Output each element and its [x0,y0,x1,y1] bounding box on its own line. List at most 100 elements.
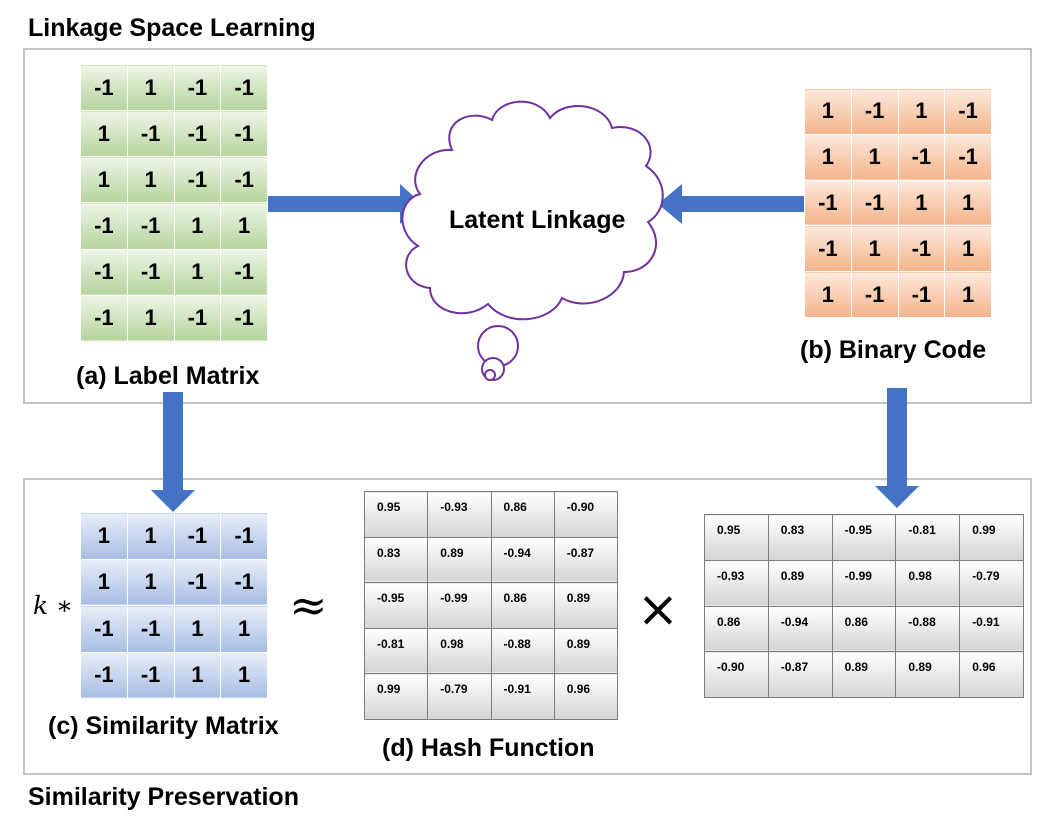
hash-transpose-cell: 0.95 [704,514,769,561]
binary-code-cell: -1 [804,179,852,227]
binary-code-cell: -1 [850,179,899,227]
label-matrix-cell: -1 [220,156,268,204]
hash-transpose-cell: -0.95 [831,514,897,561]
binary-code-cell: -1 [897,225,946,273]
label-matrix-cell: -1 [80,248,128,296]
linkage-space-panel [23,48,1032,404]
similarity-matrix-cell: 1 [80,512,128,560]
binary-code-cell: 1 [804,271,852,318]
hash-function-cell: 0.86 [490,491,555,538]
label-matrix-cell: 1 [80,110,128,158]
hash-transpose-cell: 0.83 [767,514,833,561]
binary-code-cell: 1 [850,225,899,273]
similarity-matrix-cell: -1 [80,651,128,699]
hash-transpose-cell: 0.89 [831,651,897,698]
hash-function-cell: -0.88 [490,627,555,675]
similarity-matrix-cell: -1 [220,512,268,560]
label-matrix-cell: -1 [126,202,175,250]
label-matrix-cell: -1 [173,110,222,158]
similarity-matrix-cell: 1 [220,605,268,653]
binary-code-cell: -1 [944,133,992,181]
label-matrix-cell: -1 [173,63,222,112]
binary-code-cell: 1 [804,133,852,181]
hash-function-cell: -0.91 [490,673,555,720]
label-matrix-cell: 1 [126,63,175,112]
hash-transpose-cell: -0.91 [959,605,1024,653]
latent-linkage-label: Latent Linkage [449,206,626,234]
hash-function-cell: -0.90 [553,491,619,538]
hash-transpose-cell: -0.93 [704,559,769,607]
binary-code-cell: -1 [804,225,852,273]
hash-transpose-cell: -0.94 [767,605,833,653]
hash-transpose-cell: 0.89 [767,559,833,607]
hash-transpose-cell: 0.86 [831,605,897,653]
similarity-matrix-cell: 1 [220,651,268,699]
similarity-matrix-cell: -1 [126,651,175,699]
k-prefix: k ∗ [33,591,74,620]
heading-similarity-preservation: Similarity Preservation [28,783,299,811]
similarity-preservation-panel [23,478,1032,775]
hash-function-cell: 0.89 [553,582,619,629]
hash-function-cell: 0.83 [363,536,429,584]
label-matrix-cell: 1 [126,156,175,204]
hash-function-cell: -0.93 [427,491,492,538]
binary-code-caption: (b) Binary Code [800,336,987,364]
arrow-label-to-similarity [151,392,195,512]
binary-code-cell: -1 [944,88,992,135]
binary-code-cell: 1 [944,271,992,318]
hash-transpose-cell: -0.79 [959,559,1024,607]
arrow-label-to-cloud [268,184,422,224]
hash-transpose-cell: -0.87 [767,651,833,698]
binary-code-cell: -1 [850,88,899,135]
hash-function-cell: 0.96 [553,673,619,720]
hash-transpose-cell: -0.99 [831,559,897,607]
arrow-code-to-cloud [658,184,804,224]
similarity-matrix-cell: 1 [126,558,175,606]
times-operator: × [637,580,679,638]
similarity-matrix-caption: (c) Similarity Matrix [48,712,279,740]
similarity-matrix-cell: -1 [173,512,222,560]
label-matrix-cell: -1 [220,63,268,112]
hash-function-cell: 0.98 [427,627,492,675]
label-matrix-cell: 1 [173,248,222,296]
binary-code-cell: 1 [944,225,992,273]
label-matrix-cell: -1 [220,248,268,296]
similarity-matrix-cell: 1 [126,512,175,560]
label-matrix-row: 1-1-1-1 [80,110,268,158]
hash-transpose-cell: 0.96 [959,651,1024,698]
hash-function-cell: 0.99 [363,673,429,720]
hash-transpose-cell: -0.90 [704,651,769,698]
binary-code-cell: -1 [897,133,946,181]
hash-transpose-cell: 0.86 [704,605,769,653]
label-matrix-cell: -1 [220,294,268,343]
similarity-matrix-cell: -1 [80,605,128,653]
hash-transpose-cell: 0.89 [895,651,961,698]
hash-function-cell: -0.87 [553,536,619,584]
binary-code-cell: -1 [897,271,946,318]
similarity-matrix-cell: -1 [126,605,175,653]
hash-function-cell: -0.95 [363,582,429,629]
hash-function-cell: -0.94 [490,536,555,584]
binary-code-cell: 1 [944,179,992,227]
cloud-bubble-small [484,369,496,381]
